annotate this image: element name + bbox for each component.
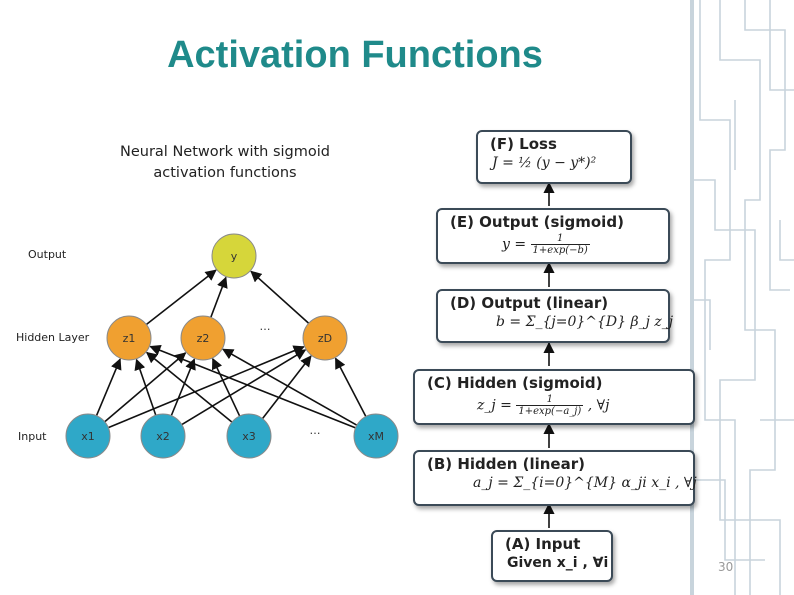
edge-input-hidden [222,348,358,426]
input-node: x1 [65,413,111,459]
input-node-circle [65,413,111,459]
output-node-circle [211,233,257,279]
edge-input-hidden [334,357,367,417]
input-ellipsis: … [310,424,321,437]
caption-line-1: Neural Network with sigmoid [120,144,330,160]
slide-number: 30 [718,560,734,574]
edge-input-hidden [211,357,241,417]
hidden-ellipsis: … [260,320,271,333]
edge-hidden-output [250,270,310,324]
layer-label-hidden: Hidden Layer [16,331,90,344]
caption-line-2: activation functions [153,165,297,181]
box-loss-equation: J = ½ (y − y*)² [492,155,597,171]
box-input-equation: Given x_i , ∀i [507,555,609,571]
edge-hidden-output [145,269,217,326]
box-output-linear-title: (D) Output (linear) [450,294,609,312]
decorative-circuit-border [690,0,794,595]
edge-hidden-output [210,276,228,318]
output-node: y [211,233,257,279]
box-output-linear: (D) Output (linear) b = Σ_{j=0}^{D} β_j … [436,289,674,343]
input-node: xM [353,413,399,459]
hidden-node-label: z2 [197,332,210,345]
input-node: x3 [226,413,272,459]
output-node-label: y [231,250,238,263]
box-output-sigmoid-title: (E) Output (sigmoid) [450,213,624,231]
hidden-node: z2 [180,315,226,361]
slide-title: Activation Functions [167,34,543,76]
edge-input-hidden [170,358,196,416]
edge-input-hidden [145,351,233,423]
neural-network-diagram: y z1 z2 … zD x1 x2 x3 … xM Output Hidden Layer In… [16,181,555,528]
hidden-node-circle [180,315,226,361]
edge-input-hidden [95,358,122,417]
box-output-linear-equation: b = Σ_{j=0}^{D} β_j z_j [496,314,674,330]
network-edges [95,269,367,429]
hidden-node-circle [106,315,152,361]
input-node-label: x3 [242,430,256,443]
hidden-node: zD [302,315,348,361]
input-node-circle [140,413,186,459]
box-input-title: (A) Input [505,535,581,553]
input-node: x2 [140,413,186,459]
input-node-label: x1 [81,430,95,443]
box-hidden-linear-equation: a_j = Σ_{i=0}^{M} α_ji x_i , ∀j [473,475,697,491]
hidden-node-circle [302,315,348,361]
input-node-label: x2 [156,430,170,443]
hidden-node-label: zD [318,332,332,345]
box-loss: (F) Loss J = ½ (y − y*)² [476,130,632,184]
input-node-circle [226,413,272,459]
box-hidden-sigmoid-title: (C) Hidden (sigmoid) [427,374,603,392]
input-node-circle [353,413,399,459]
layer-label-input: Input [18,430,47,443]
edge-input-hidden [108,345,305,429]
network-nodes: y z1 z2 … zD x1 x2 x3 … xM [65,233,399,459]
network-caption: Neural Network with sigmoid activation f… [100,142,350,184]
hidden-node: z1 [106,315,152,361]
box-hidden-linear-title: (B) Hidden (linear) [427,455,585,473]
hidden-node-label: z1 [123,332,136,345]
edge-input-hidden [104,352,187,423]
box-loss-title: (F) Loss [490,135,557,153]
input-node-label: xM [368,430,384,443]
box-input: (A) Input Given x_i , ∀i [491,530,613,582]
edge-input-hidden [181,349,307,426]
box-hidden-linear: (B) Hidden (linear) a_j = Σ_{i=0}^{M} α_… [413,450,697,506]
edge-input-hidden [261,355,312,420]
layer-label-output: Output [28,248,67,261]
